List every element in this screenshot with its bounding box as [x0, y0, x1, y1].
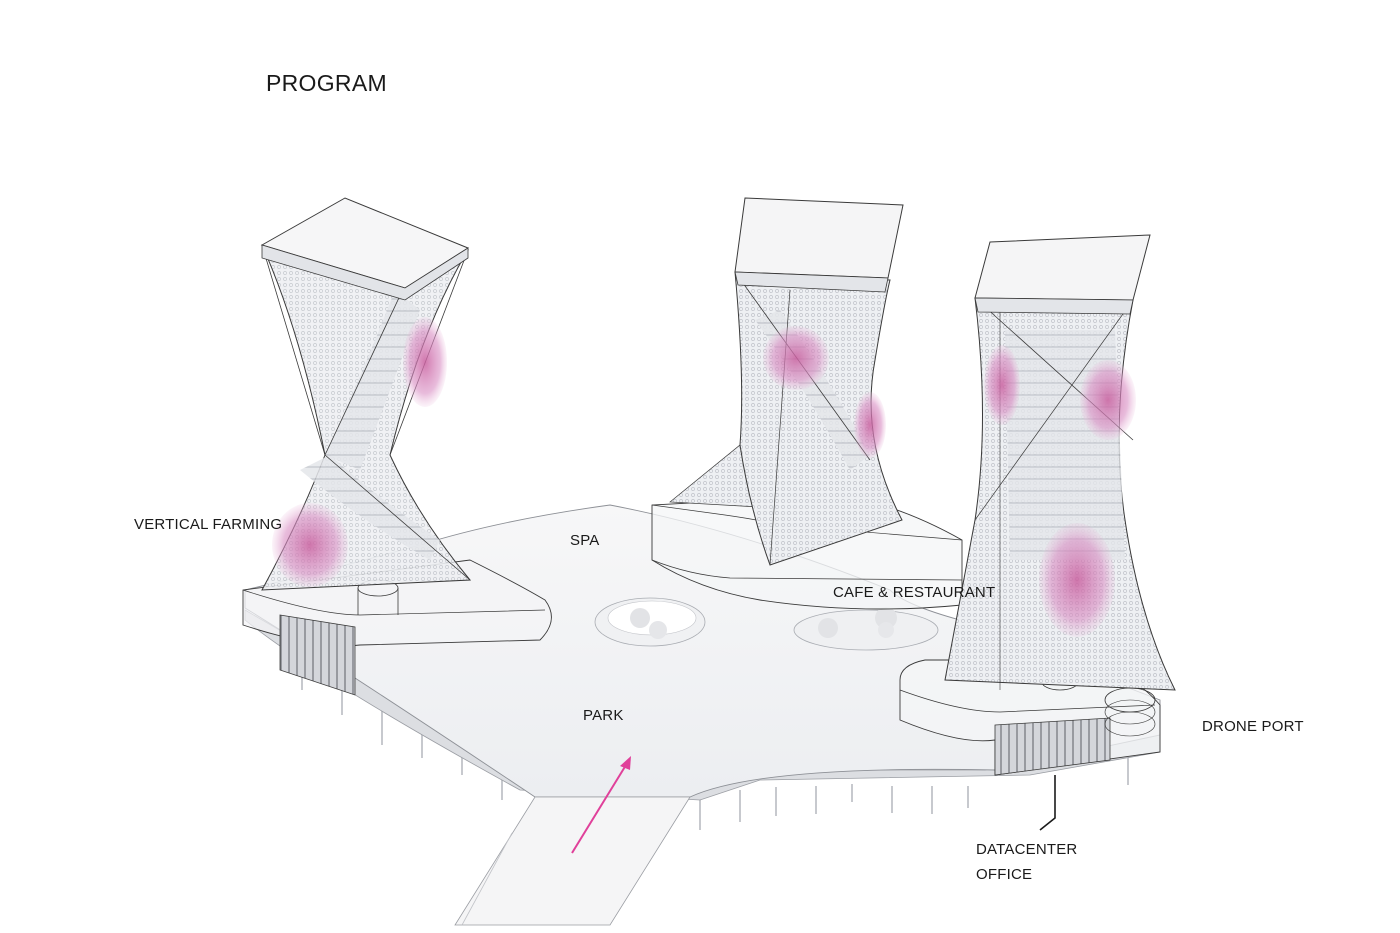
tower-left: [243, 198, 551, 695]
farming-cluster-left-upper: [403, 317, 447, 407]
label-drone-port: DRONE PORT: [1202, 718, 1304, 735]
label-park: PARK: [583, 707, 624, 724]
farming-cluster-right-side: [984, 345, 1020, 425]
label-spa: SPA: [570, 532, 600, 549]
tower-right: [900, 235, 1175, 775]
datacenter-leader-line: [1040, 775, 1055, 830]
farming-cluster-left-lower: [272, 503, 348, 587]
farming-cluster-right-upper: [1080, 360, 1136, 440]
tower-center: [652, 198, 962, 609]
farming-cluster-center-lower: [854, 392, 886, 458]
farming-cluster-right-lower: [1039, 523, 1115, 637]
label-datacenter: DATACENTER: [976, 841, 1077, 858]
farming-cluster-center-upper: [763, 326, 829, 390]
label-vertical-farming: VERTICAL FARMING: [134, 516, 282, 533]
label-office: OFFICE: [976, 866, 1032, 883]
label-cafe-restaurant: CAFE & RESTAURANT: [833, 584, 995, 601]
